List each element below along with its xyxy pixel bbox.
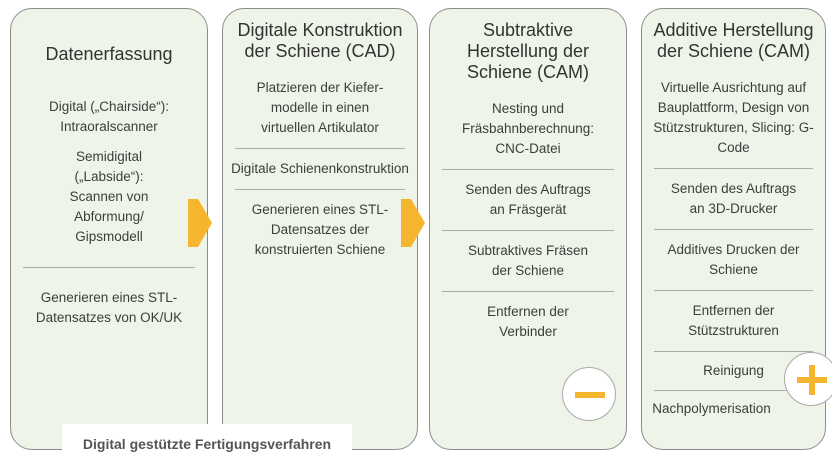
divider <box>235 189 405 190</box>
column-title: Additive Herstellung der Schiene (CAM) <box>653 20 814 61</box>
divider <box>654 229 813 230</box>
step: Senden des Auftrags an 3D-Drucker <box>670 181 797 216</box>
step: Generieren eines STL-Datensatzes der kon… <box>251 202 389 257</box>
arrow-right-icon <box>401 199 425 247</box>
divider <box>235 148 405 149</box>
step: Additives Drucken der Schiene <box>667 242 800 277</box>
arrow-right-icon <box>188 199 212 247</box>
column-title: Datenerfassung <box>45 44 173 64</box>
divider <box>442 169 614 170</box>
minus-icon <box>562 367 616 421</box>
divider <box>654 351 813 352</box>
step: Entfernen der Stützstrukturen <box>688 303 779 338</box>
step: Reinigung <box>703 363 764 378</box>
plus-icon <box>784 352 832 406</box>
diagram-caption: Digital gestützte Fertigungsverfahren <box>62 424 352 457</box>
step: Senden des Auftrags an Fräsgerät <box>465 182 591 217</box>
divider <box>23 267 195 268</box>
step: Generieren eines STL-Datensatzes von OK/… <box>35 290 183 325</box>
step: Entfernen der Verbinder <box>487 304 569 339</box>
step: Nachpolymerisation <box>652 401 771 416</box>
divider <box>442 230 614 231</box>
divider <box>654 168 813 169</box>
step: Semidigital („Labside“): Scannen von Abf… <box>69 149 149 244</box>
column-title: Digitale Konstruktion der Schiene (CAD) <box>237 20 403 61</box>
column-title: Subtraktive Herstellung der Schiene (CAM… <box>466 20 590 82</box>
step: Virtuelle Ausrichtung auf Bauplattform, … <box>653 80 814 155</box>
step: Digital („Chairside“): Intraoralscanner <box>48 99 170 134</box>
column-datenerfassung: Datenerfassung Digital („Chairside“): In… <box>10 8 208 450</box>
divider <box>654 290 813 291</box>
step: Nesting und Fräsbahnberechnung: CNC-Date… <box>461 101 595 156</box>
step: Digitale Schienenkonstruktion <box>231 161 409 176</box>
divider <box>442 291 614 292</box>
step: Subtraktives Fräsen der Schiene <box>467 243 589 278</box>
step: Platzieren der Kiefer-modelle in einen v… <box>256 80 384 135</box>
column-additive: Additive Herstellung der Schiene (CAM) V… <box>641 8 826 450</box>
column-cad: Digitale Konstruktion der Schiene (CAD) … <box>222 8 418 450</box>
divider <box>654 390 813 391</box>
